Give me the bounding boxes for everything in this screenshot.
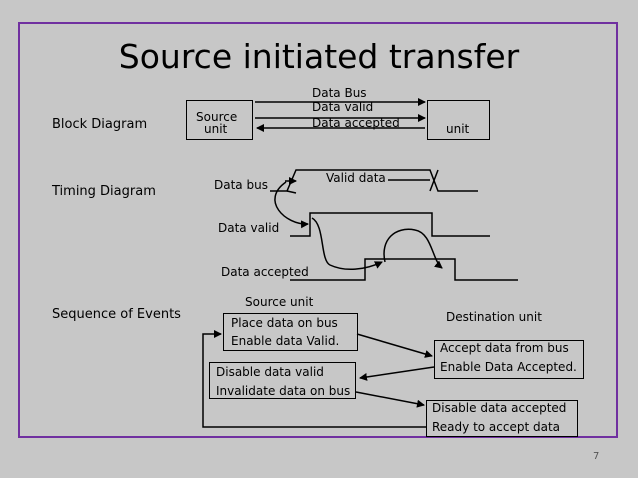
data-valid-label: Data valid	[312, 100, 374, 114]
timing-data-accepted-label: Data accepted	[221, 265, 309, 279]
seq-box-dest-1-line2: Enable Data Accepted.	[440, 360, 577, 374]
timing-valid-data-label: Valid data	[326, 171, 386, 185]
timing-data-valid-label: Data valid	[218, 221, 280, 235]
data-accepted-label: Data accepted	[312, 116, 400, 130]
source-unit-box	[186, 100, 253, 140]
seq-box-dest-2-line2: Ready to accept data	[432, 420, 561, 434]
slide-frame	[18, 22, 618, 438]
seq-box-dest-1	[434, 340, 584, 379]
causality-curve-2	[311, 217, 383, 270]
seq-box-source-1-line1: Place data on bus	[231, 316, 338, 330]
source-unit-label-line2: unit	[204, 122, 228, 136]
source-unit-label-line1: Source	[196, 110, 238, 124]
seq-box-source-1	[223, 313, 358, 351]
seq-arrow-2	[359, 366, 435, 381]
destination-unit-box	[427, 100, 490, 140]
section-label-sequence-of-events: Sequence of Events	[52, 307, 181, 322]
source-unit-heading: Source unit	[245, 295, 314, 309]
data-accepted-waveform	[290, 258, 518, 281]
seq-box-source-2-line2: Invalidate data on bus	[216, 384, 351, 398]
page-number: 7	[593, 451, 600, 462]
section-label-timing-diagram: Timing Diagram	[52, 184, 156, 199]
seq-box-source-1-line2: Enable data Valid.	[231, 334, 340, 348]
seq-arrow-3	[355, 391, 425, 408]
slide-title: Source initiated transfer	[118, 37, 520, 76]
causality-curve-1	[274, 181, 309, 229]
timing-data-bus-label: Data bus	[214, 178, 268, 192]
destination-unit-label: unit	[446, 122, 470, 136]
data-valid-waveform	[290, 212, 490, 237]
destination-unit-heading: Destination unit	[446, 310, 542, 324]
seq-return-loop	[202, 330, 426, 428]
causality-curve-3	[383, 228, 443, 269]
section-label-block-diagram: Block Diagram	[52, 117, 148, 132]
data-bus-label: Data Bus	[312, 86, 367, 100]
seq-box-source-2	[209, 362, 356, 399]
seq-box-dest-2-line1: Disable data accepted	[432, 401, 567, 415]
data-bus-waveform	[270, 169, 478, 192]
seq-box-dest-1-line1: Accept data from bus	[440, 341, 569, 355]
seq-box-dest-2	[426, 400, 578, 437]
seq-arrow-1	[356, 333, 433, 358]
seq-box-source-2-line1: Disable data valid	[216, 365, 324, 379]
data-bus-waveform-lower	[286, 169, 439, 194]
